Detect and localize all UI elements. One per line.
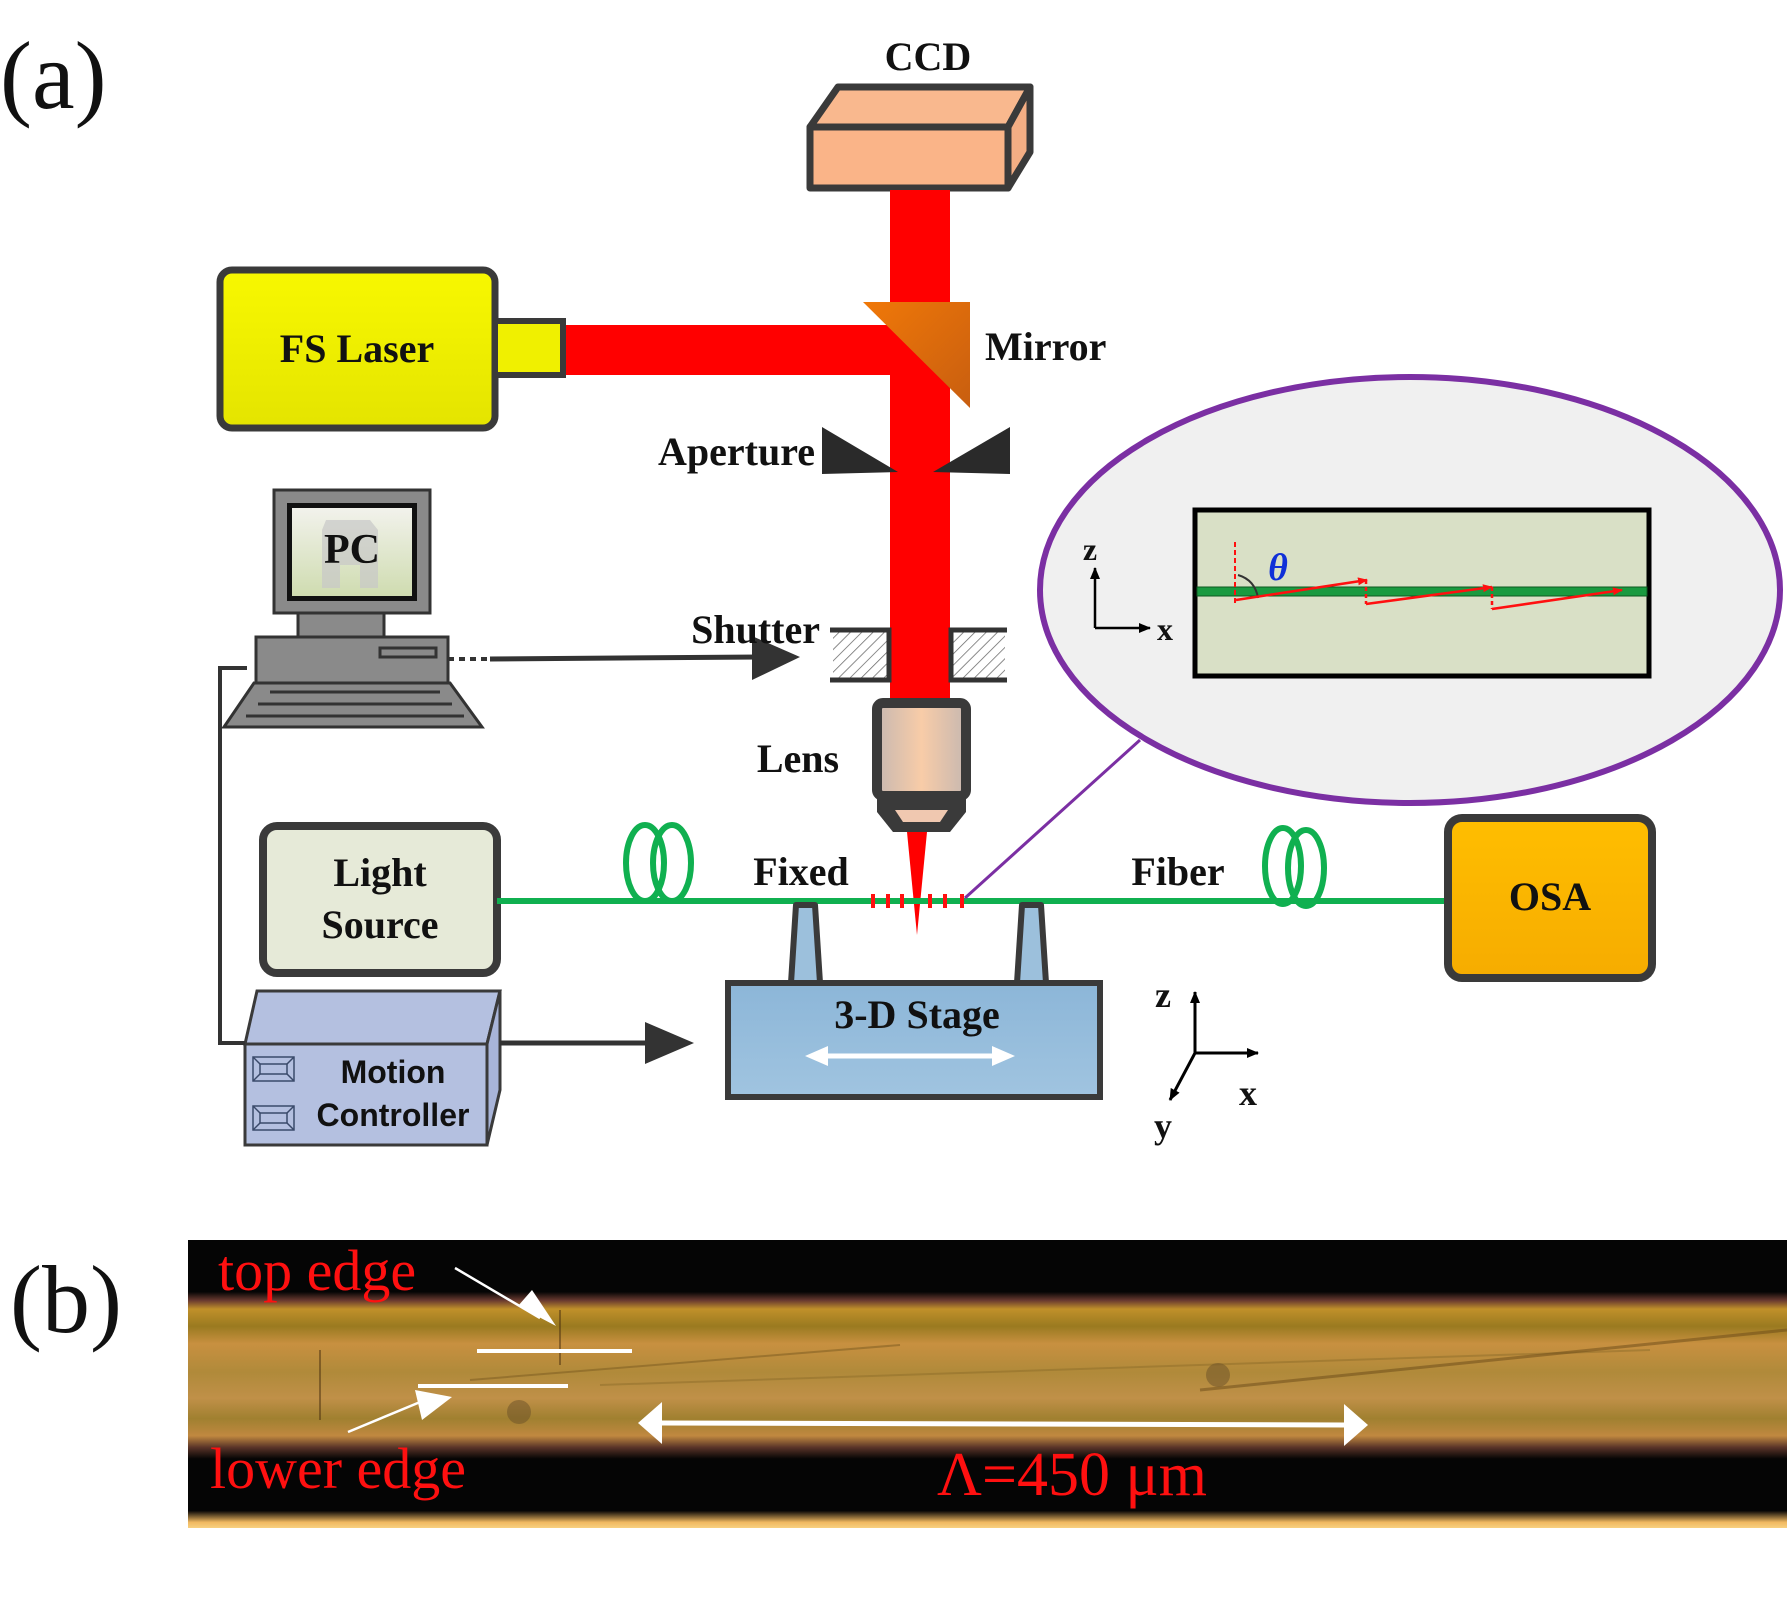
fs-laser [216,266,566,432]
inset-writing-path [1235,577,1623,611]
inset-pointer-line [963,738,1142,900]
fiber-coil-right [1262,825,1327,909]
lens-label: Lens [757,736,839,781]
pc-computer [221,488,485,729]
inset-axis-z-label: z [1083,531,1097,567]
axis-y-label: y [1154,1106,1172,1146]
pc-label: PC [324,527,380,573]
motion-controller-label-1: Motion [341,1054,446,1090]
fs-laser-label: FS Laser [280,326,434,371]
focused-beam [907,832,927,935]
coordinate-axes [1168,991,1259,1101]
pc-to-shutter-arrowhead [752,636,800,680]
laser-beam-vertical [890,190,950,710]
light-source [259,822,501,977]
objective-lens [872,698,971,832]
ccd-camera [806,83,1034,192]
aperture-label: Aperture [658,429,815,474]
axis-x-label: x [1239,1073,1257,1113]
mirror-label: Mirror [985,324,1106,369]
fiber-holder-right [1014,902,1049,986]
panel-a-label: (a) [0,22,107,129]
motion-controller-label-2: Controller [317,1097,470,1133]
aperture [822,427,1010,474]
shutter [830,627,1007,683]
stage-motion-double-arrow [805,1046,1015,1066]
lower-edge-arrow [347,1390,452,1434]
period-label: Λ=450 μm [937,1441,1207,1509]
controller-to-stage-arrowhead [645,1022,694,1064]
pc-screen-icon [322,520,378,588]
inset-axis-x-label: x [1157,611,1173,647]
controller-button-icon [252,1056,295,1082]
3d-stage-label: 3-D Stage [834,992,1000,1037]
top-edge-label: top edge [218,1238,416,1303]
pc-to-shutter-line [489,654,761,662]
lower-edge-label: lower edge [210,1436,466,1501]
inset-coordinate-axes [1090,567,1151,633]
osa-label: OSA [1509,874,1591,919]
fiber-label: Fiber [1131,849,1224,894]
motion-controller [243,989,502,1147]
shutter-label: Shutter [691,607,820,652]
top-edge-arrow [454,1266,556,1326]
fiber-holder-left [788,902,823,986]
inset-theta-label: θ [1268,547,1288,589]
light-source-label-1: Light [333,850,427,895]
inset-angle-arc [1237,574,1259,599]
mirror [863,302,970,408]
3d-stage [725,980,1103,1100]
axis-z-label: z [1155,975,1171,1015]
controller-button-icon [252,1105,295,1131]
laser-beam-horizontal [563,325,910,375]
panel-b-label: (b) [10,1246,122,1353]
ccd-label: CCD [885,34,972,79]
light-source-label-2: Source [321,902,438,947]
fixed-label: Fixed [753,849,849,894]
fiber-grating-marks [871,894,964,908]
period-double-arrow [638,1402,1368,1446]
fiber-coil-left [623,822,694,904]
osa [1444,814,1656,982]
